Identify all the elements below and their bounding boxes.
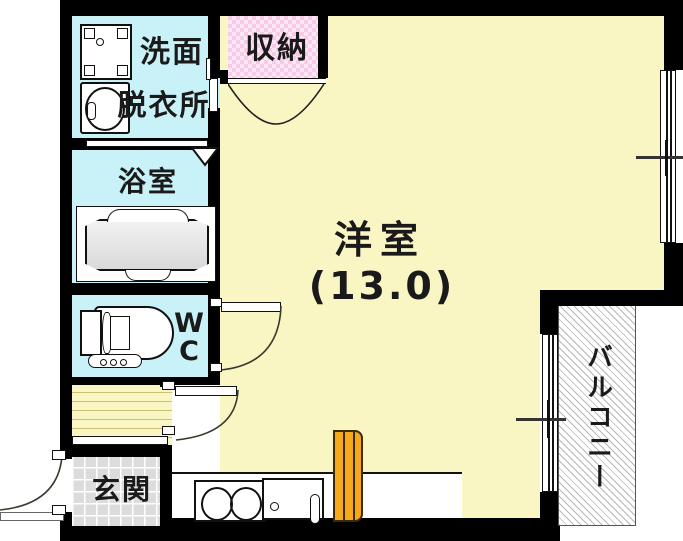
dressing-room-label: 脱衣所 (117, 88, 211, 122)
two-burner-stove (194, 480, 266, 522)
balcony-door-sash-mark (516, 418, 566, 421)
wc-door-jamb-bottom (210, 363, 222, 372)
wall-right-side-bottom (664, 243, 683, 293)
toilet (80, 304, 176, 368)
main-room-label: 洋室 (333, 217, 426, 262)
bathtub (76, 206, 216, 282)
balcony-sliding-door[interactable] (542, 334, 558, 492)
front-door-jamb-bottom (52, 505, 66, 515)
hall-door-swing-arc (175, 390, 239, 441)
closet-label: 収納 (245, 31, 309, 66)
wall-closet-right (318, 16, 328, 78)
wall-right-side-top (664, 16, 683, 70)
wc-door-swing-arc (220, 306, 282, 371)
dressing-room-door[interactable] (209, 78, 218, 112)
balcony-label: バルコニー (582, 343, 613, 493)
wall-hall-genkan (72, 445, 172, 457)
bathroom-label: 浴室 (117, 165, 178, 198)
bathroom-door-direction-icon (190, 147, 220, 167)
shoe-cabinet (72, 436, 168, 445)
closet-door-swing-arcs (228, 84, 325, 125)
bathroom-door[interactable] (86, 140, 208, 147)
wc-label-line1: W (174, 307, 204, 339)
hallway-fill (72, 383, 172, 445)
balcony-fill (558, 305, 636, 526)
washing-machine-pan (80, 24, 132, 80)
wall-right-notch (540, 290, 683, 306)
washroom-label: 洗面 (140, 35, 204, 70)
wall-wc-right (208, 295, 220, 377)
hall-door[interactable] (175, 386, 237, 396)
hall-door-jamb-top (162, 381, 175, 390)
entrance-label: 玄関 (91, 473, 152, 506)
kitchen-partition (333, 430, 363, 522)
wall-balcony-left-lower (540, 492, 558, 526)
front-door[interactable] (0, 512, 64, 521)
front-door-jamb-top (52, 450, 66, 460)
front-door-swing-arc (0, 456, 63, 511)
hall-door-jamb-bottom (162, 426, 175, 435)
wall-bath-wc (72, 283, 220, 295)
wall-closet-bottom-left (220, 70, 228, 84)
wall-right-upper (664, 0, 683, 16)
main-room-area-label: (13.0) (308, 264, 456, 308)
closet-folding-doors[interactable] (228, 78, 326, 84)
east-window-sash-mark-v (665, 140, 668, 176)
dressing-room-door-rail (206, 58, 211, 80)
kitchen-faucet (310, 494, 320, 524)
wall-wetblock-right (208, 16, 220, 78)
wall-kitchen-bottom (172, 518, 540, 541)
vanity-basin (80, 82, 130, 134)
east-window-sash-mark (636, 156, 683, 159)
wall-balcony-left (540, 290, 558, 334)
wc-door-jamb-top (210, 298, 222, 307)
balcony-door-sash-mark-v (547, 400, 550, 438)
wall-genkan-right (160, 445, 172, 526)
entrance-fill (72, 455, 172, 526)
wall-top (60, 0, 683, 16)
wall-left-upper (60, 0, 72, 445)
wc-label-line2: C (179, 335, 199, 367)
closet-fill (228, 16, 326, 78)
wall-wc-hall (72, 377, 220, 385)
